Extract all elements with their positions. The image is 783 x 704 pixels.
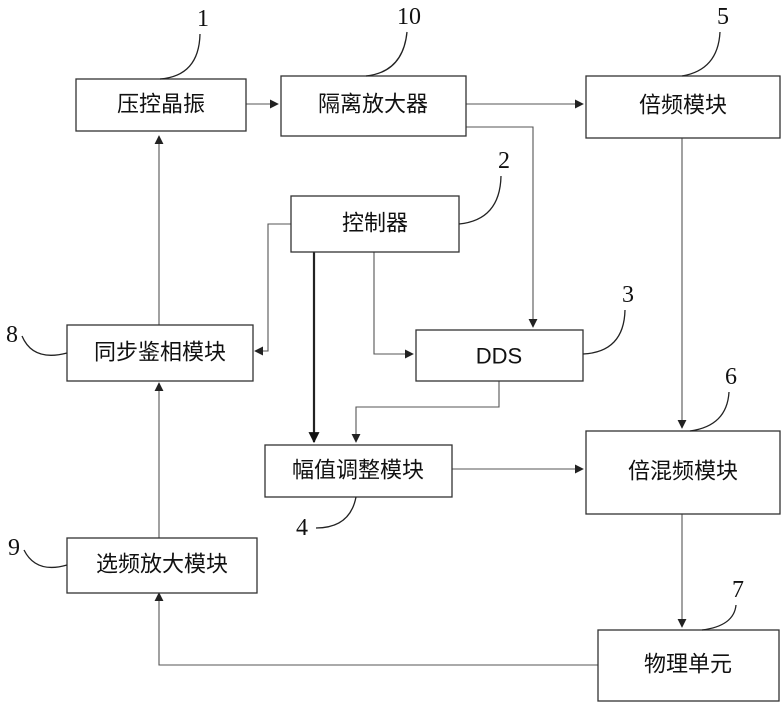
block-dds: DDS: [416, 330, 583, 381]
block-mult-mix: 倍混频模块: [586, 431, 780, 514]
ref-10-number: 10: [397, 4, 421, 30]
block-vcxo-label: 压控晶振: [117, 93, 205, 118]
block-dds-label: DDS: [476, 344, 522, 369]
ref-9: 9: [8, 535, 67, 567]
ref-3-number: 3: [622, 282, 634, 308]
ref-1: 1: [160, 6, 209, 79]
block-isolation-amp: 隔离放大器: [281, 76, 466, 136]
block-controller: 控制器: [291, 196, 459, 252]
ref-8-number: 8: [6, 322, 18, 348]
block-freq-multiplier: 倍频模块: [586, 76, 780, 138]
block-vcxo: 压控晶振: [76, 79, 246, 131]
ref-2: 2: [459, 148, 510, 224]
block-amplitude-adjust: 幅值调整模块: [265, 445, 452, 497]
arrow-physics-unit-to-freq-select-amp: [159, 593, 598, 665]
ref-5: 5: [682, 4, 729, 76]
arrow-controller-to-dds: [374, 252, 413, 354]
ref-5-number: 5: [717, 4, 729, 30]
ref-2-number: 2: [498, 148, 510, 174]
ref-9-number: 9: [8, 535, 20, 561]
ref-10: 10: [366, 4, 421, 76]
block-sync-phase-detector-label: 同步鉴相模块: [94, 341, 226, 366]
block-freq-multiplier-label: 倍频模块: [639, 94, 727, 119]
ref-4-number: 4: [296, 515, 308, 541]
ref-1-number: 1: [197, 6, 209, 32]
block-amplitude-adjust-label: 幅值调整模块: [292, 459, 424, 484]
block-isolation-amp-label: 隔离放大器: [318, 93, 428, 118]
ref-7: 7: [702, 577, 744, 630]
ref-7-number: 7: [732, 577, 744, 603]
block-physics-unit: 物理单元: [598, 630, 779, 701]
block-physics-unit-label: 物理单元: [644, 653, 732, 678]
block-freq-select-amp: 选频放大模块: [67, 538, 257, 593]
arrow-dds-to-amplitude-adjust: [356, 381, 499, 442]
block-freq-select-amp-label: 选频放大模块: [96, 553, 228, 578]
ref-3: 3: [583, 282, 634, 354]
ref-6-number: 6: [725, 364, 737, 390]
arrow-controller-to-sync-phase-detector: [255, 224, 291, 351]
ref-4: 4: [296, 497, 356, 541]
block-sync-phase-detector: 同步鉴相模块: [67, 325, 253, 381]
block-mult-mix-label: 倍混频模块: [628, 460, 738, 485]
block-controller-label: 控制器: [342, 212, 408, 237]
ref-8: 8: [6, 322, 67, 355]
ref-6: 6: [690, 364, 737, 431]
